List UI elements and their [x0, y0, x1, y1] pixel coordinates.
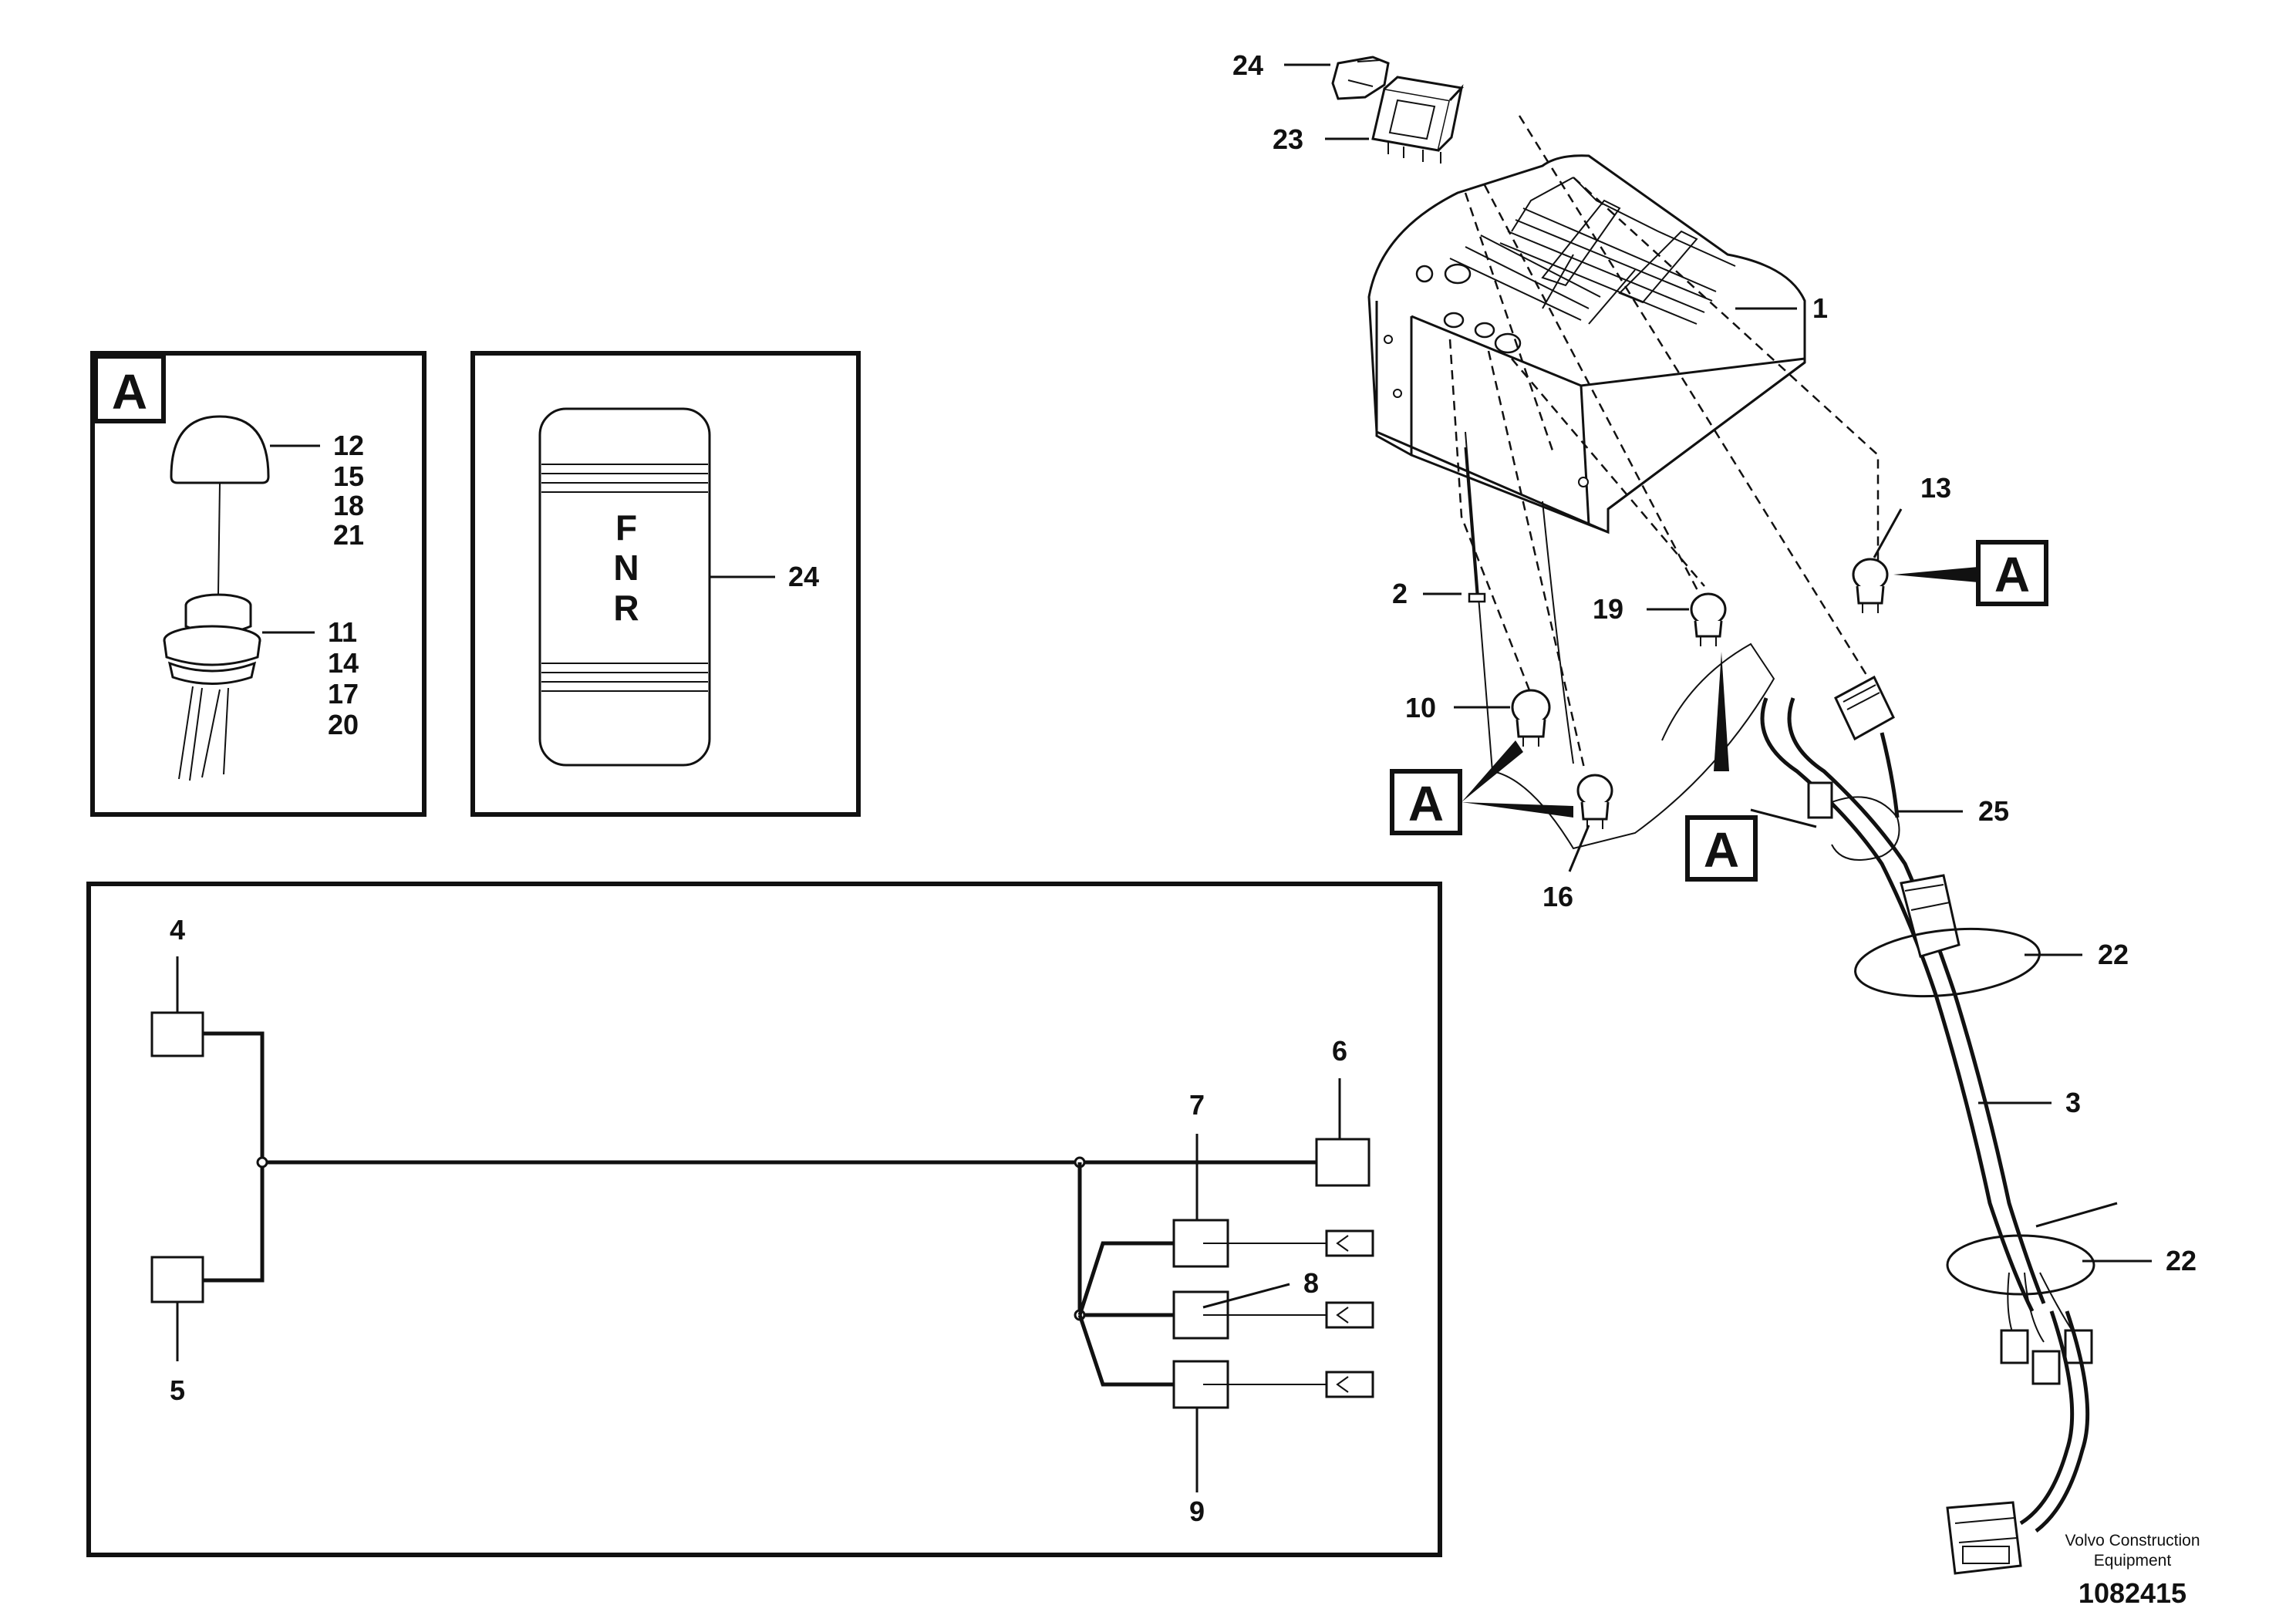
leader-13 [1873, 508, 1903, 558]
decal-frame [470, 351, 861, 817]
decal-ref: 24 [788, 561, 819, 592]
tag-a-right: A [1994, 547, 2030, 602]
pointer-a-left-2 [1462, 802, 1573, 818]
wire-7 [1077, 1241, 1174, 1316]
tag-a-right-box [1976, 540, 2048, 606]
ref-24-top: 24 [1232, 49, 1263, 81]
cable-tie-22-lower [1946, 1234, 2095, 1296]
detail-a-tag-box [93, 354, 166, 423]
ref-6: 6 [1332, 1035, 1347, 1067]
push-switch-19-icon [1690, 592, 1727, 646]
ref-23: 23 [1273, 123, 1303, 155]
decal-top-stripes [541, 464, 708, 493]
connector-block [1834, 675, 1895, 741]
pointer-a-right [1893, 567, 1978, 582]
decal-letter-n: N [613, 548, 639, 588]
maker-line-1: Volvo Construction [2065, 1532, 2200, 1549]
decal-letter-f: F [615, 508, 637, 548]
assembly: 24 23 [1232, 49, 2197, 1575]
leader-16 [1568, 824, 1590, 872]
ref-1: 1 [1812, 292, 1828, 324]
tag-a-center: A [1704, 822, 1739, 878]
decal-letter-r: R [613, 588, 639, 628]
push-switch-10-icon [1511, 689, 1551, 747]
ref-7: 7 [1189, 1089, 1205, 1121]
cable-tie-22-upper [1854, 927, 2041, 998]
rod-part-2 [1464, 447, 1478, 595]
lower-shroud [1465, 431, 1775, 850]
component-6 [1315, 1138, 1371, 1187]
cable-tie-25 [1750, 808, 1817, 828]
ref-19: 19 [1593, 593, 1623, 625]
ref-10: 10 [1405, 692, 1436, 723]
switch-ref-3: 17 [328, 678, 359, 710]
maker-line-2: Equipment [2094, 1552, 2172, 1570]
pointer-a-center [1714, 652, 1729, 771]
switch-ref-2: 14 [328, 647, 359, 679]
terminal-connector-icon [1325, 1371, 1374, 1398]
ref-8: 8 [1303, 1267, 1319, 1299]
cap-ref-3: 18 [333, 490, 364, 521]
component-4 [150, 1011, 204, 1057]
pointer-a-left-1 [1462, 740, 1523, 802]
ref-2: 2 [1392, 578, 1408, 609]
terminal-connector-icon [1325, 1301, 1374, 1329]
wire-9 [1077, 1314, 1174, 1387]
ref-3: 3 [2065, 1087, 2081, 1118]
branch-connector-2 [2031, 1350, 2061, 1385]
detail-a-panel: A 12 15 18 21 11 14 17 20 [90, 351, 426, 817]
control-housing [1367, 154, 1806, 534]
ref-25: 25 [1978, 795, 2009, 827]
decal-bottom-stripes [541, 663, 708, 692]
ref-22-lower: 22 [2166, 1245, 2197, 1276]
tag-a-center-box [1685, 815, 1758, 882]
switch-ref-4: 20 [328, 709, 359, 740]
ref-22-upper: 22 [2098, 939, 2129, 970]
cap-ref-1: 12 [333, 430, 364, 461]
ref-5: 5 [170, 1374, 185, 1406]
doc-number: 1082415 [2079, 1577, 2186, 1609]
cap-centerline [217, 482, 221, 595]
rocker-cap-icon [1331, 56, 1390, 100]
push-switch-16-icon [1576, 774, 1613, 829]
push-switch-13-icon [1852, 558, 1889, 613]
tag-a-left: A [1408, 776, 1444, 831]
harness-connector-upper [1900, 874, 1961, 958]
branch-connector-1 [2000, 1329, 2029, 1364]
push-switch-icon [163, 593, 261, 781]
junction-left [256, 1156, 268, 1168]
fnr-decal [538, 407, 711, 767]
lens-cap-icon [170, 415, 270, 484]
main-connector-icon [1946, 1501, 2022, 1575]
ref-9: 9 [1189, 1496, 1205, 1527]
detail-a-tag: A [112, 364, 147, 420]
switch-ref-1: 11 [328, 616, 357, 648]
schematic-frame [86, 882, 1442, 1557]
leader-8 [1202, 1283, 1290, 1309]
ref-16: 16 [1542, 881, 1573, 912]
cap-ref-2: 15 [333, 460, 364, 492]
detail-a-frame [90, 351, 426, 817]
component-5 [150, 1256, 204, 1303]
schematic-panel: 4 5 6 7 8 9 [86, 882, 1442, 1557]
ref-13: 13 [1920, 472, 1951, 504]
terminal-connector-icon [1325, 1229, 1374, 1257]
rocker-switch-icon [1371, 76, 1465, 164]
cap-ref-4: 21 [333, 519, 364, 551]
wire-4-5 [203, 1031, 265, 1283]
harness-3 [1760, 697, 2035, 1313]
tag-a-left-box [1390, 769, 1462, 835]
decal-panel: F N R 24 [470, 351, 861, 817]
ref-4: 4 [170, 914, 185, 946]
